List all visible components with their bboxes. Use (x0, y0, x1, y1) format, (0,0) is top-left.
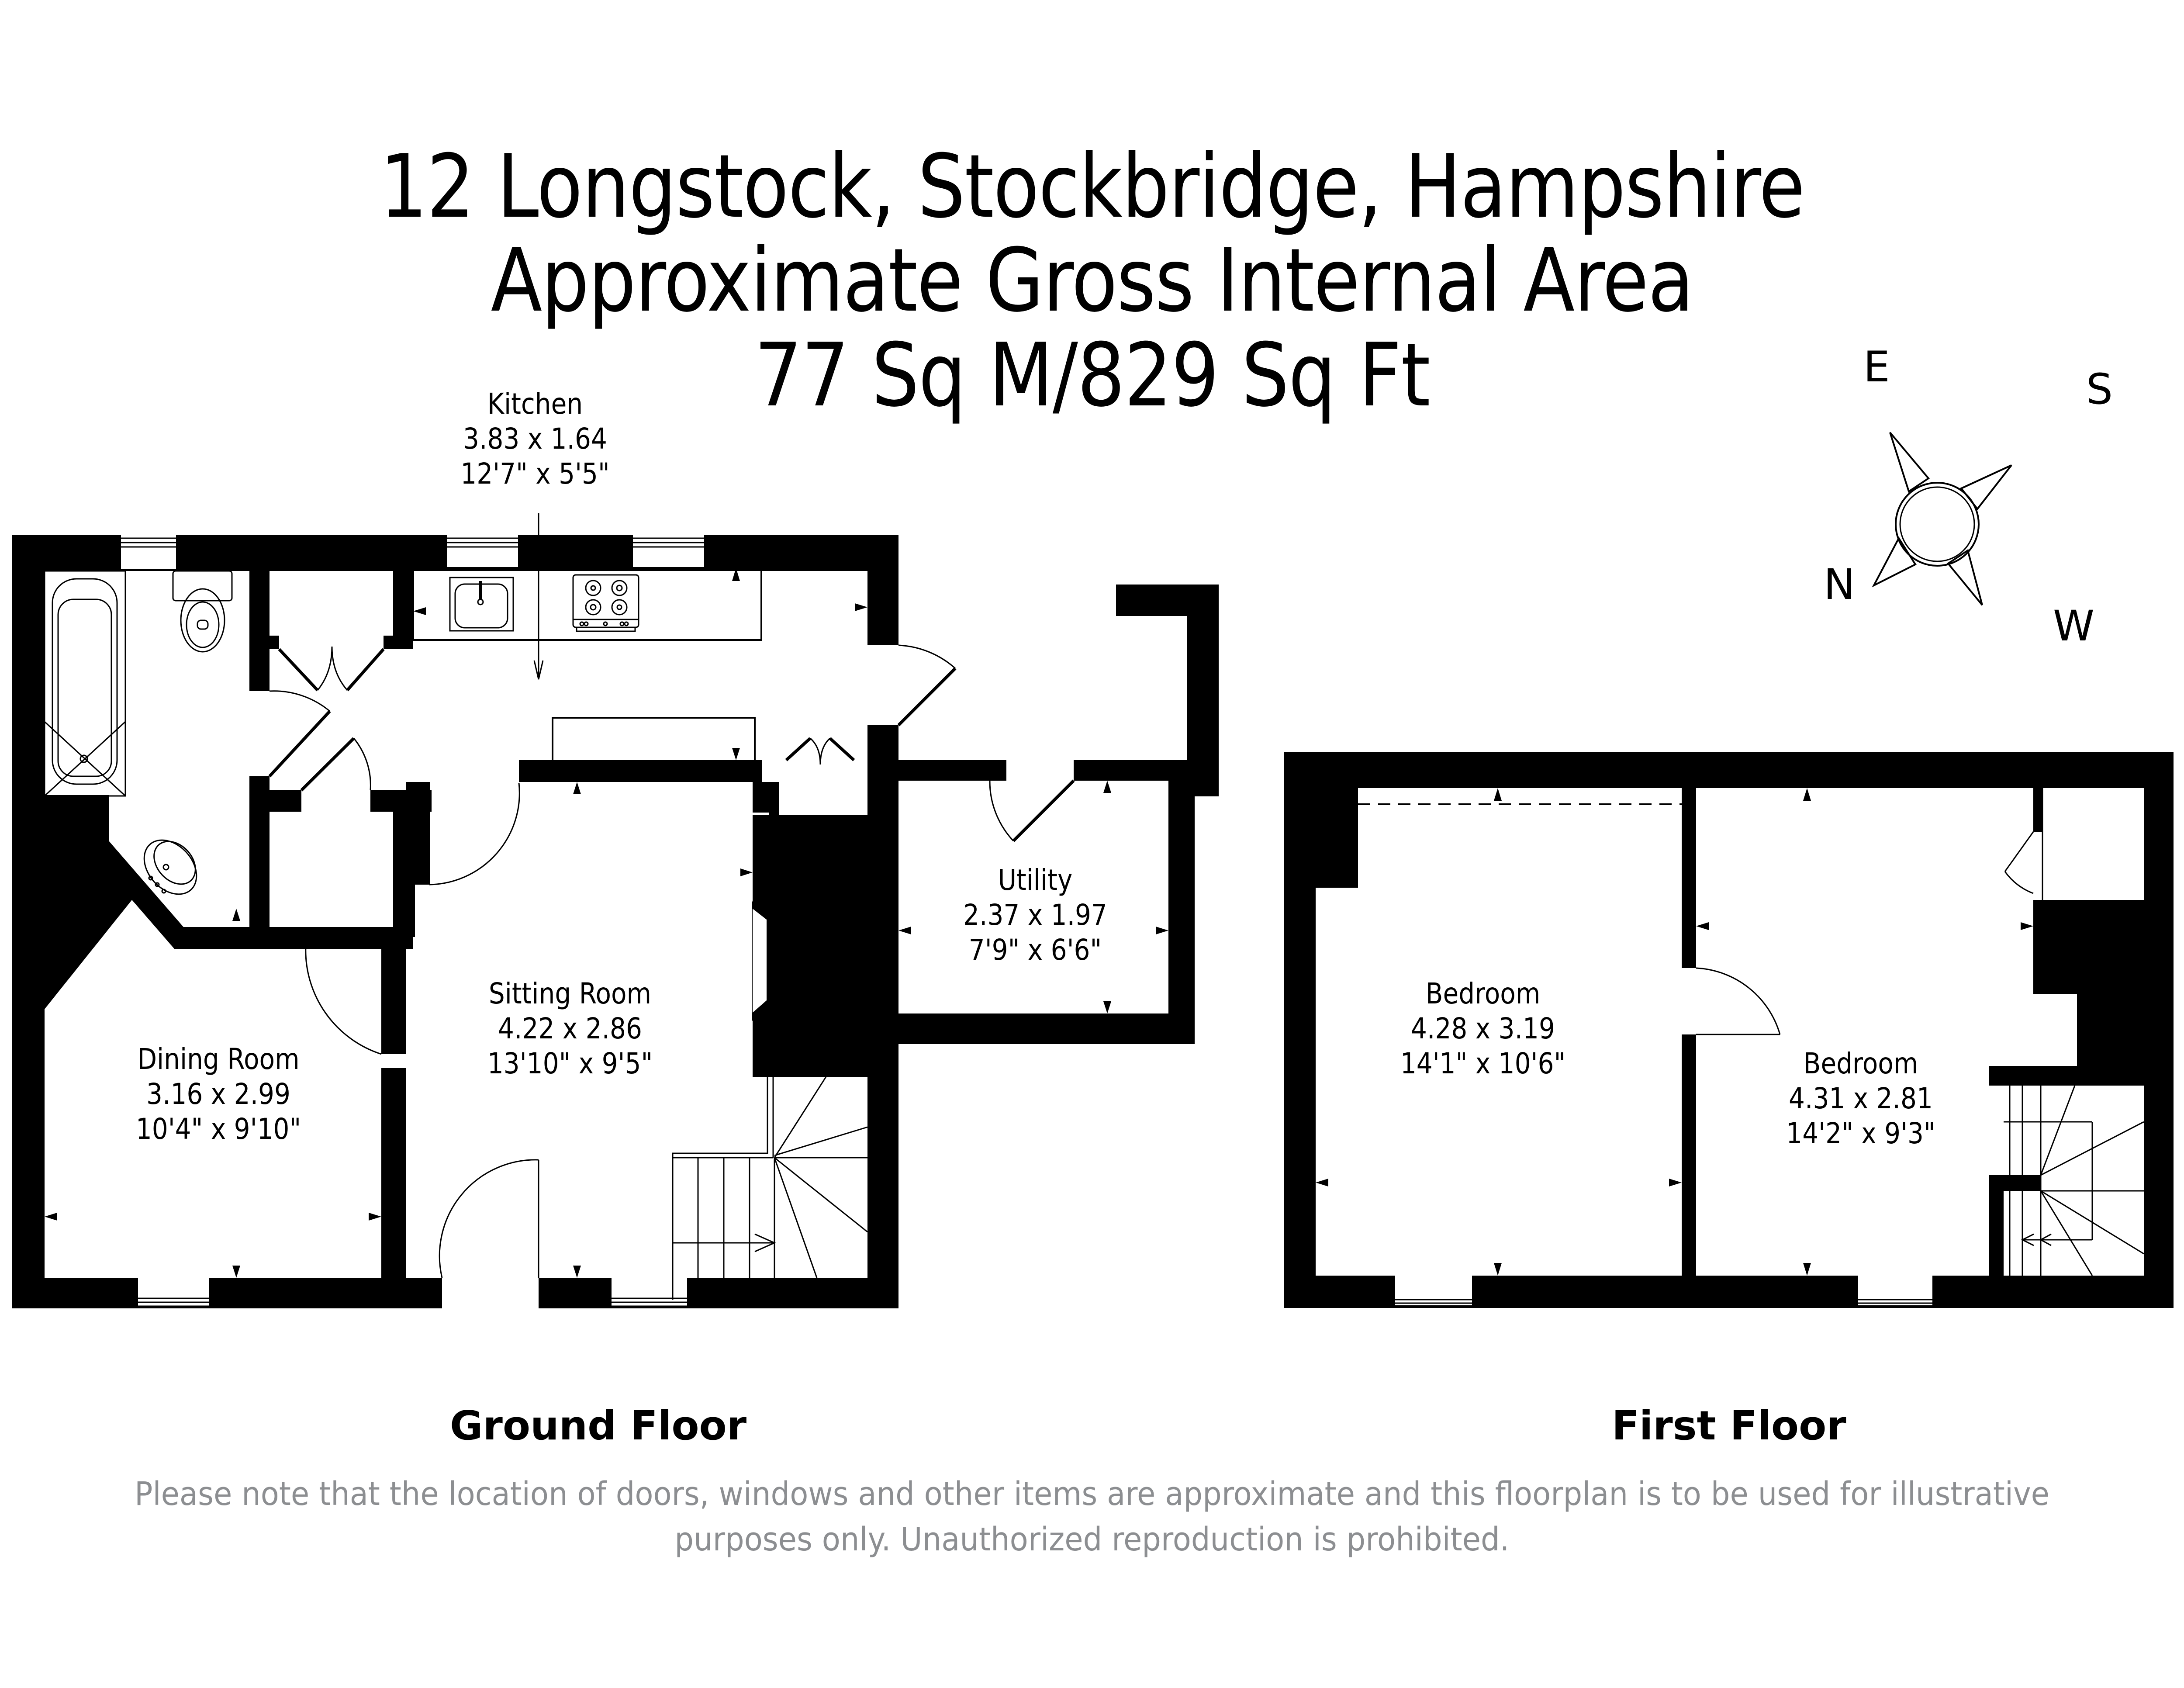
door-bathroom (268, 690, 331, 778)
compass-label-east: E (1863, 342, 1890, 391)
compass-rose-icon (1872, 432, 2012, 606)
disclaimer-line-1: Please note that the location of doors, … (134, 1475, 2050, 1513)
compass-label-west: W (2053, 602, 2094, 650)
area-value: 77 Sq M/829 Sq Ft (754, 325, 1431, 426)
room-imperial: 14'2" x 9'3" (1786, 1117, 1935, 1150)
room-metric: 4.31 x 2.81 (1789, 1082, 1933, 1115)
room-metric: 4.22 x 2.86 (498, 1012, 642, 1045)
window-kitchen-2 (633, 535, 704, 569)
room-metric: 4.28 x 3.19 (1411, 1012, 1555, 1045)
kitchen-sink-icon (449, 577, 514, 632)
room-imperial: 10'4" x 9'10" (135, 1112, 301, 1146)
ground-floor-plan (12, 513, 1219, 1308)
staircase-ground (672, 1076, 868, 1300)
room-name: Dining Room (137, 1042, 300, 1076)
room-name: Bedroom (1803, 1047, 1918, 1080)
floor-label-ground: Ground Floor (450, 1402, 747, 1449)
door-kitchen-back (897, 644, 957, 726)
window-dining (138, 1278, 209, 1307)
room-label-utility: Utility 2.37 x 1.97 7'9" x 6'6" (954, 863, 1116, 968)
window-bathroom (121, 535, 176, 569)
room-label-sitting-room: Sitting Room 4.22 x 2.86 13'10" x 9'5" (468, 976, 672, 1081)
compass-label-south: S (2086, 365, 2113, 414)
room-imperial: 12'7" x 5'5" (460, 457, 610, 491)
room-imperial: 14'1" x 10'6" (1400, 1047, 1566, 1080)
room-label-dining-room: Dining Room 3.16 x 2.99 10'4" x 9'10" (118, 1042, 318, 1147)
room-metric: 3.16 x 2.99 (146, 1077, 290, 1111)
room-label-bedroom-1: Bedroom 4.28 x 3.19 14'1" x 10'6" (1396, 976, 1569, 1081)
window-bedroom-1 (1395, 1276, 1472, 1307)
kitchen-hob-icon (572, 574, 639, 632)
room-label-kitchen: Kitchen 3.83 x 1.64 12'7" x 5'5" (453, 387, 618, 491)
floor-label-first: First Floor (1612, 1402, 1846, 1449)
room-label-bedroom-2: Bedroom 4.31 x 2.81 14'2" x 9'3" (1774, 1046, 1947, 1151)
toilet-icon (172, 570, 233, 653)
room-name: Bedroom (1425, 977, 1541, 1010)
door-kitchen-sitting (429, 782, 520, 886)
kitchen-unit (552, 717, 756, 762)
door-cupboard-kitchen-double (785, 737, 855, 765)
room-name: Utility (998, 863, 1073, 897)
first-floor-plan (1284, 752, 2174, 1308)
area-title: Approximate Gross Internal Area (491, 230, 1694, 332)
room-name: Kitchen (487, 387, 583, 421)
room-name: Sitting Room (488, 977, 652, 1010)
window-bedroom-2 (1858, 1276, 1932, 1307)
staircase-first (2004, 1085, 2144, 1276)
room-metric: 2.37 x 1.97 (963, 898, 1107, 932)
disclaimer: Please note that the location of doors, … (76, 1471, 2108, 1562)
window-kitchen-1 (447, 535, 518, 569)
door-bedrooms (1696, 967, 1781, 1035)
window-sitting (612, 1278, 687, 1307)
door-dining-sitting (305, 945, 382, 1055)
basin-icon (143, 839, 197, 895)
door-cupboard-lower (300, 737, 371, 792)
room-imperial: 7'9" x 6'6" (968, 933, 1102, 967)
door-utility (989, 779, 1075, 842)
door-cupboard-double (278, 646, 385, 692)
room-imperial: 13'10" x 9'5" (487, 1047, 653, 1080)
door-bedroom-cupboard (2004, 831, 2034, 894)
property-address: 12 Longstock, Stockbridge, Hampshire (380, 136, 1805, 238)
dimension-markers-ground (45, 568, 1168, 1278)
door-front (439, 1159, 539, 1278)
kitchen-worktop (412, 567, 762, 641)
dimension-markers-first (1316, 788, 2033, 1276)
compass-label-north: N (1824, 560, 1855, 609)
disclaimer-line-2: purposes only. Unauthorized reproduction… (674, 1521, 1510, 1558)
bathtub-icon (44, 570, 126, 797)
room-metric: 3.83 x 1.64 (463, 422, 607, 456)
